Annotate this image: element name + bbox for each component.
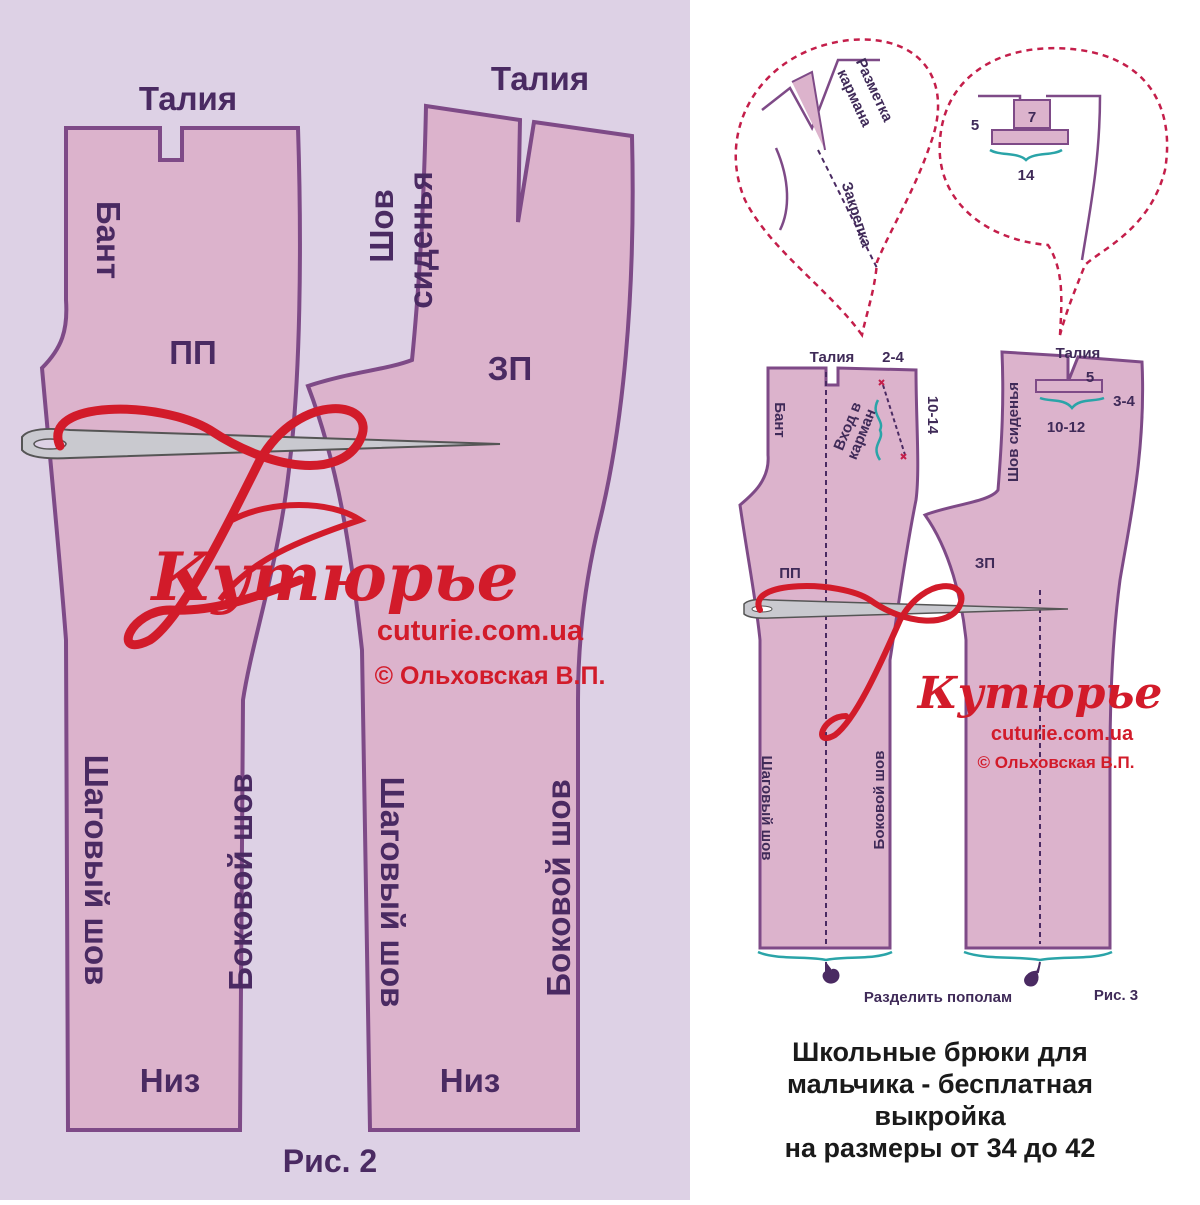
fig2-front-waist-label: Талия	[139, 80, 237, 117]
fig2-back-code: ЗП	[488, 350, 532, 387]
fig3-back-dim-5: 5	[1086, 369, 1094, 386]
fig2-caption: Рис. 2	[283, 1143, 377, 1179]
watermark-author-small: © Ольховская В.П.	[978, 753, 1135, 772]
watermark-site: cuturie.com.ua	[377, 615, 584, 647]
fig3-dim-10-14: 10-14	[924, 396, 941, 435]
watermark-author: © Ольховская В.П.	[375, 662, 606, 690]
fig2-bow-label: Бант	[90, 201, 127, 279]
fig2-back-side-seam-label: Боковой шов	[540, 779, 577, 997]
watermark-logo-text: Кутюрье	[149, 538, 518, 616]
title-line4: на размеры от 34 до 42	[784, 1133, 1096, 1163]
fig2-front-inseam-label: Шаговый шов	[78, 755, 115, 986]
fig3-back-dim-10-12: 10-12	[1047, 419, 1085, 436]
fig3-bubble-right	[938, 46, 1169, 336]
fig3-split-label: Разделить пополам	[864, 989, 1012, 1006]
fig3-bow-label: Бант	[771, 402, 788, 438]
fig2-back-hem-label: Низ	[440, 1062, 501, 1099]
fig2-back-piece	[305, 103, 635, 1132]
fig2-back-waist-label: Талия	[491, 60, 589, 97]
fig3-bubble-5: 5	[971, 117, 979, 134]
fig3-back-dim-3-4: 3-4	[1113, 393, 1135, 410]
fig3-caption: Рис. 3	[1094, 987, 1138, 1004]
fig2-front-hem-label: Низ	[140, 1062, 201, 1099]
fig3-front-inseam-label: Шаговый шов	[758, 756, 775, 861]
title: Школьные брюки для мальчика - бесплатная…	[690, 1036, 1190, 1164]
watermark-logo-large: Кутюрье cuturie.com.ua © Ольховская В.П.	[53, 404, 606, 690]
fig2-back-inseam-label: Шаговый шов	[374, 777, 411, 1008]
fig3-back-code: ЗП	[975, 555, 995, 572]
fig3-bubble-14: 14	[1018, 167, 1035, 184]
fig3-front-code: ПП	[779, 565, 801, 582]
fig3-bubble-right-detail: 7 5 14	[971, 94, 1102, 261]
fig3-bubble-left	[734, 38, 940, 339]
fig3-front-piece	[738, 366, 920, 950]
fig3-front-side-seam-label: Боковой шов	[871, 751, 888, 850]
fig2-front-code: ПП	[169, 334, 216, 371]
scissors-icon	[822, 962, 840, 984]
watermark-site-small: cuturie.com.ua	[991, 723, 1134, 745]
fig3-back-seat-seam-label: Шов сиденья	[1005, 382, 1022, 482]
fig2-front-side-seam-label: Боковой шов	[222, 773, 259, 991]
title-line1: Школьные брюки для	[792, 1037, 1088, 1067]
fig3-dim-2-4: 2-4	[882, 349, 904, 366]
watermark-logo-text-small: Кутюрье	[916, 668, 1163, 719]
scissors-icon-2	[1024, 961, 1041, 987]
title-line2: мальчика - бесплатная	[787, 1069, 1093, 1099]
title-box: Школьные брюки для мальчика - бесплатная…	[690, 1020, 1200, 1200]
fig3-front-waist-label: Талия	[810, 349, 855, 366]
fig3-pocket-entry-mark	[874, 379, 907, 461]
fig2-seat-seam-line1: Шов	[363, 189, 400, 263]
fig3-back-pocket-mark	[1035, 379, 1105, 410]
watermark-logo-small: Кутюрье cuturie.com.ua © Ольховская В.П.	[755, 583, 1163, 772]
fig3-split-hem-marks	[757, 950, 1113, 987]
fig2-front-piece	[39, 126, 302, 1132]
fig3-bubble-7: 7	[1028, 109, 1036, 126]
fig3-back-piece	[922, 350, 1145, 950]
fig2-seat-seam-line2: сиденья	[402, 171, 439, 308]
title-line3: выкройка	[874, 1101, 1006, 1131]
fig3-back-waist-label: Талия	[1056, 345, 1101, 362]
